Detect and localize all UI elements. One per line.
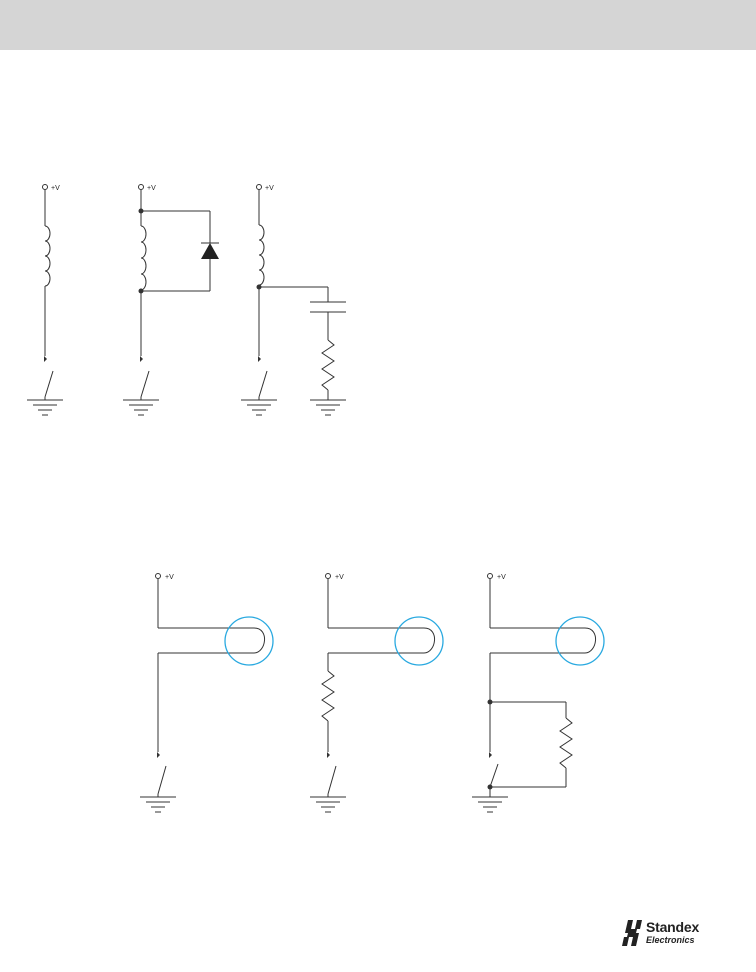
ground-symbol — [310, 794, 346, 813]
supply-terminal — [256, 184, 262, 190]
header-band — [0, 0, 756, 50]
switch-contact — [258, 370, 268, 398]
supply-label: +V — [165, 574, 174, 581]
brand-sub: Electronics — [646, 935, 695, 945]
supply-label: +V — [497, 574, 506, 581]
switch-contact — [327, 765, 337, 795]
circuit-reed-parallel-resistor — [472, 573, 605, 813]
circuit-reed-direct — [140, 573, 274, 813]
ground-symbol — [27, 397, 63, 416]
ground-symbol — [472, 787, 508, 813]
supply-terminal — [325, 573, 331, 579]
supply-terminal — [487, 573, 493, 579]
reed-coil-loop — [584, 627, 596, 654]
supply-terminal — [155, 573, 161, 579]
resistor-icon — [321, 670, 335, 722]
resistor-icon — [321, 339, 335, 391]
ground-symbol — [241, 397, 277, 416]
supply-label: +V — [51, 185, 60, 192]
supply-terminal — [138, 184, 144, 190]
supply-label: +V — [335, 574, 344, 581]
circuit-reed-series-resistor — [310, 573, 444, 813]
standex-logo-icon — [622, 920, 642, 946]
resistor-icon — [559, 717, 573, 769]
ground-symbol — [140, 794, 176, 813]
switch-contact — [157, 765, 167, 795]
relay-coil — [258, 224, 265, 286]
reed-coil-loop — [253, 627, 265, 654]
circuit-coil-rc — [241, 184, 346, 416]
brand-logo: Standex Electronics — [622, 918, 712, 950]
reed-coil-loop — [423, 627, 435, 654]
supply-terminal — [42, 184, 48, 190]
reed-switch-ring-icon — [224, 616, 274, 666]
reed-switch-ring-icon — [394, 616, 444, 666]
reed-switch-ring-icon — [555, 616, 605, 666]
supply-label: +V — [265, 185, 274, 192]
relay-coil — [44, 225, 51, 287]
supply-label: +V — [147, 185, 156, 192]
switch-contact — [489, 763, 499, 788]
relay-coil — [140, 225, 147, 291]
brand-name: Standex — [646, 919, 700, 935]
diode-icon — [201, 243, 219, 259]
switch-contact — [140, 370, 150, 398]
switch-contact — [44, 370, 54, 398]
ground-symbol — [123, 397, 159, 416]
circuit-coil-diode — [123, 184, 219, 416]
circuit-coil-plain — [27, 184, 63, 416]
ground-symbol — [310, 399, 346, 416]
